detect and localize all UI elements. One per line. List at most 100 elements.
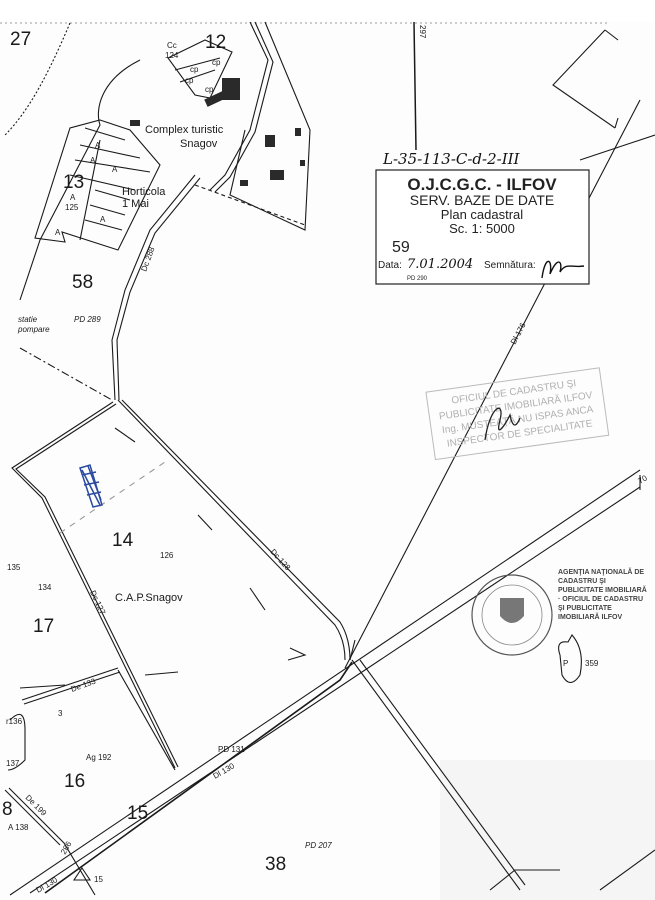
- road-dc288-2: [116, 177, 201, 401]
- place-label: C.A.P.Snagov: [115, 592, 183, 604]
- land-use-label: A: [90, 156, 96, 165]
- boundary-east: [579, 134, 655, 161]
- round-seal: [471, 574, 553, 656]
- parcel-code: Ag 192: [86, 753, 112, 762]
- map-lines: [4, 21, 655, 896]
- parcel-number: 15: [127, 803, 148, 824]
- shoreline: [4, 22, 71, 136]
- road-main: [9, 469, 641, 896]
- road-number: 3: [58, 709, 63, 718]
- parcel-code: r136: [6, 717, 23, 726]
- pond-edge: [7, 713, 26, 771]
- parcel-code: 126: [160, 551, 174, 560]
- land-use-label: cp: [205, 85, 214, 94]
- building: [295, 128, 301, 136]
- dashed-line: [59, 461, 166, 534]
- stamp-box: [375, 169, 590, 285]
- place-label: statie: [18, 315, 38, 324]
- road-label: Dl 176: [509, 321, 528, 346]
- triangulation-point-icon: [72, 867, 92, 881]
- land-use-label: A: [100, 215, 106, 224]
- parcel-number: 8: [2, 799, 13, 820]
- land-use-label: A: [55, 228, 61, 237]
- parcel-code: 297: [418, 25, 427, 39]
- highlighted-plot: [79, 464, 103, 508]
- land-use-label: A: [112, 165, 118, 174]
- parcel-number: 27: [10, 29, 31, 50]
- road-label: 70: [637, 473, 650, 486]
- road-dl130: [44, 661, 353, 894]
- parcel-16-east: [117, 669, 176, 771]
- place-label: Complex turistic: [145, 124, 224, 136]
- parcel-number: 14: [112, 530, 134, 551]
- building: [265, 135, 275, 147]
- parcel-number: 16: [64, 771, 85, 792]
- parcel-code: 124: [165, 51, 179, 60]
- parcel-12: [167, 39, 233, 99]
- parcel-code: A 138: [8, 823, 29, 832]
- building: [240, 180, 248, 186]
- place-label: pompare: [17, 325, 50, 334]
- sheet-code: L-35-113-C-d-2-III: [382, 150, 521, 168]
- road-dc128-2: [121, 399, 351, 661]
- parcel-code: PD 290: [407, 276, 428, 282]
- road-de199: [4, 789, 61, 846]
- stamp-line: Plan cadastral: [441, 207, 523, 222]
- boundary-statie: [19, 347, 113, 401]
- road-east-complex: [209, 21, 269, 191]
- road-dl176: [344, 99, 641, 669]
- building: [204, 91, 226, 107]
- road-southeast: [351, 659, 521, 891]
- parcel-code: PD 289: [74, 315, 101, 324]
- parcel-code: 134: [38, 583, 52, 592]
- junction: [349, 639, 356, 661]
- building: [222, 78, 240, 100]
- road-dc288: [111, 174, 196, 401]
- land-use-label: cp: [212, 58, 221, 67]
- place-label: Snagov: [180, 138, 218, 150]
- boundary-297: [413, 21, 417, 151]
- seal-inner-ring: [481, 584, 543, 646]
- place-label: Horticola: [122, 186, 166, 198]
- land-use-label: cp: [190, 65, 199, 74]
- building: [270, 170, 284, 180]
- boundary-ne: [552, 29, 616, 129]
- boundary-ne-ticks: [604, 29, 619, 129]
- parcel-13: [34, 119, 161, 251]
- pond-p359: [558, 634, 582, 684]
- road-label: De 199: [24, 793, 49, 818]
- ocpi-stamp: OFICIUL DE CADASTRU ŞI PUBLICITATE IMOBI…: [425, 367, 610, 461]
- parcel-number: 38: [265, 854, 286, 875]
- parcel-12-div: [174, 57, 221, 83]
- parcel-code: 135: [7, 563, 21, 572]
- shoreline-2: [19, 59, 141, 301]
- seal-ring: [471, 574, 553, 656]
- parcel-east: [229, 21, 311, 231]
- road-main-2: [29, 486, 641, 894]
- parcel-14-west-2: [15, 403, 179, 768]
- stamp-date-label: Data:: [378, 260, 402, 271]
- building: [300, 160, 305, 166]
- parcel-code: PD 207: [305, 841, 332, 850]
- land-use-label: P: [563, 659, 568, 668]
- parcel-code: 359: [585, 659, 599, 668]
- stamp-date-value: 7.01.2004: [407, 257, 473, 272]
- signature-icon: [484, 407, 521, 441]
- triangulation-label: 15: [94, 875, 103, 884]
- signature-icon: [541, 260, 585, 279]
- road-de199-2: [8, 787, 96, 896]
- place-label: 1 Mai: [122, 198, 149, 210]
- scan-noise: [440, 760, 655, 900]
- land-use-label: cp: [185, 76, 194, 85]
- parcel-number: 12: [205, 32, 226, 53]
- road-label: Dc 127: [88, 589, 107, 616]
- land-use-label: Cc: [167, 41, 177, 50]
- parcel-13-strips: [69, 127, 151, 241]
- road-east-complex-2: [214, 21, 274, 193]
- coat-of-arms-icon: [500, 598, 524, 623]
- parcel-number: 58: [72, 272, 93, 293]
- flow-arrows: [19, 427, 307, 689]
- road-de133: [21, 667, 119, 701]
- parcel-code: 125: [65, 203, 79, 212]
- land-use-label: A: [70, 193, 76, 202]
